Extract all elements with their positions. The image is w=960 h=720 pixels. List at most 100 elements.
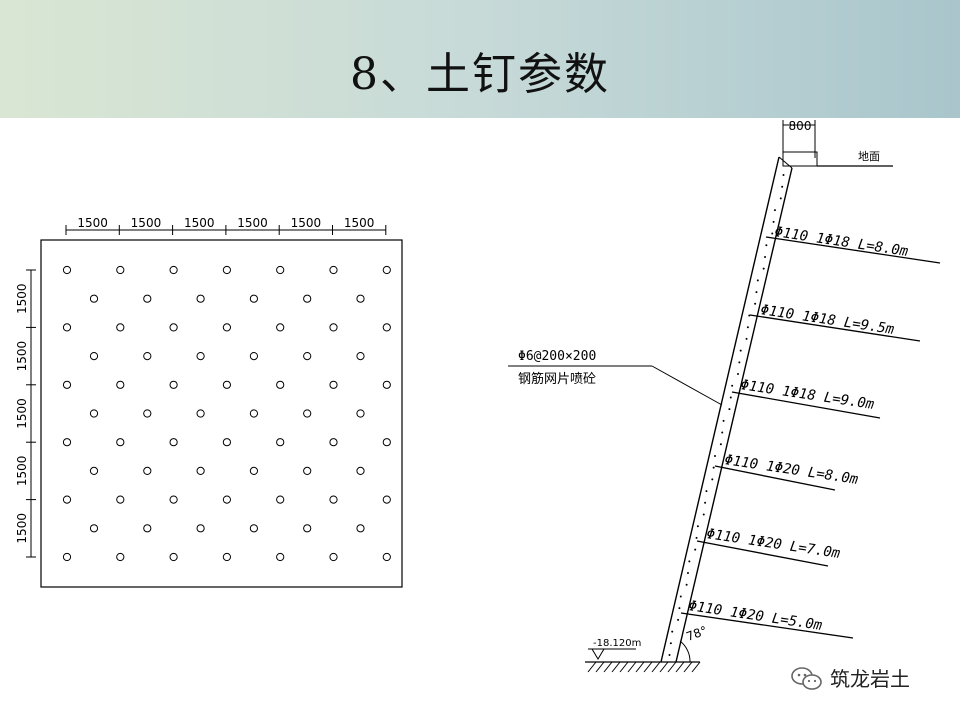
nail-hole <box>116 323 125 332</box>
soil-nail-line <box>731 391 881 419</box>
nail-hole <box>196 294 205 303</box>
nail-hole <box>329 323 338 332</box>
nail-hole <box>116 552 125 562</box>
nail-hole <box>89 466 99 475</box>
soil-nail-line <box>696 540 829 567</box>
nail-hole <box>143 466 152 475</box>
nail-hole <box>169 265 178 275</box>
angle-label: 78° <box>684 623 709 643</box>
top-dim-label: 1500 <box>291 216 322 230</box>
nail-hole <box>116 495 125 504</box>
cap-width-label: 800 <box>789 119 812 133</box>
nail-hole <box>196 352 205 361</box>
nail-hole <box>356 294 365 303</box>
nail-hole <box>196 409 205 418</box>
nail-hole <box>143 524 152 533</box>
nail-hole <box>303 352 312 361</box>
soil-nail-line <box>680 612 854 639</box>
nail-hole <box>62 552 72 562</box>
crown-beam <box>782 151 818 167</box>
mesh-desc: 钢筋网片喷砼 <box>518 371 596 387</box>
plan-border <box>40 239 403 588</box>
nail-hole <box>382 495 391 504</box>
soil-nail-line <box>714 465 836 491</box>
nail-hole <box>143 409 152 418</box>
nail-hole <box>169 495 178 504</box>
side-dim-label: 1500 <box>15 513 29 544</box>
nail-hole <box>276 265 285 275</box>
mesh-spec: Φ6@200×200 <box>518 349 596 364</box>
nail-hole <box>329 495 338 504</box>
nail-hole <box>62 495 72 504</box>
side-dim-label: 1500 <box>15 398 29 429</box>
nail-hole <box>196 524 205 533</box>
nail-hole <box>169 380 178 389</box>
elevation-marker-icon <box>591 648 605 660</box>
soil-nail-label: Φ110 1Φ20 L=7.0m <box>705 526 841 562</box>
wall-outer-line <box>660 156 780 663</box>
nail-hole <box>62 438 72 447</box>
nail-hole <box>382 380 391 389</box>
nail-hole <box>116 438 125 447</box>
wall-inner-line <box>675 167 793 663</box>
nail-hole <box>222 323 231 332</box>
nail-hole <box>196 466 205 475</box>
nail-hole <box>303 294 312 303</box>
nail-hole <box>249 409 258 418</box>
angle-arc <box>679 640 691 663</box>
nail-hole <box>89 294 99 303</box>
nail-hole <box>356 409 365 418</box>
top-dim-label: 1500 <box>344 216 375 230</box>
soil-nail-line <box>765 236 941 264</box>
top-dim-label: 1500 <box>184 216 215 230</box>
top-dim-label: 1500 <box>131 216 162 230</box>
nail-hole <box>303 466 312 475</box>
nail-hole <box>382 438 391 447</box>
soil-nail-label: Φ110 1Φ18 L=9.0m <box>739 377 875 413</box>
nail-hole <box>249 352 258 361</box>
mesh-leader <box>651 365 723 406</box>
nail-hole <box>276 323 285 332</box>
nail-hole <box>249 294 258 303</box>
nail-hole <box>143 352 152 361</box>
nail-hole <box>222 438 231 447</box>
nail-hole <box>329 265 338 275</box>
nail-hole <box>276 552 285 562</box>
nail-hole <box>303 409 312 418</box>
nail-hole <box>116 380 125 389</box>
nail-hole <box>276 438 285 447</box>
soil-nail-label: Φ110 1Φ20 L=8.0m <box>723 452 859 488</box>
nail-hole <box>62 380 72 389</box>
nail-hole <box>62 323 72 332</box>
nail-hole <box>222 495 231 504</box>
nail-hole <box>382 552 391 562</box>
nail-hole <box>382 265 391 275</box>
nail-hole <box>356 352 365 361</box>
nail-hole <box>222 265 231 275</box>
nail-hole <box>276 380 285 389</box>
nail-hole <box>89 352 99 361</box>
nail-hole <box>249 466 258 475</box>
nail-hole <box>329 438 338 447</box>
nail-hole <box>329 552 338 562</box>
nail-hole <box>329 380 338 389</box>
nail-hole <box>382 323 391 332</box>
soil-nail-label: Φ110 1Φ20 L=5.0m <box>687 598 823 634</box>
title-bar <box>0 0 960 118</box>
soil-nail-label: Φ110 1Φ18 L=8.0m <box>773 224 909 260</box>
nail-section-view: 800 地面 Φ6@200×200 钢筋网片喷砼 Φ110 1Φ18 L=8.0… <box>508 119 941 673</box>
elevation-label: -18.120m <box>593 638 641 649</box>
nail-hole <box>356 524 365 533</box>
nail-hole <box>169 438 178 447</box>
nail-hole <box>222 380 231 389</box>
nail-hole <box>169 552 178 562</box>
nail-hole <box>303 524 312 533</box>
slide-title: 8、土钉参数 <box>350 49 610 100</box>
nail-hole <box>169 323 178 332</box>
nail-hole <box>89 409 99 418</box>
nail-hole <box>116 265 125 275</box>
side-dim-label: 1500 <box>15 283 29 314</box>
watermark: 筑龙岩土 <box>790 664 950 694</box>
nail-hole <box>249 524 258 533</box>
